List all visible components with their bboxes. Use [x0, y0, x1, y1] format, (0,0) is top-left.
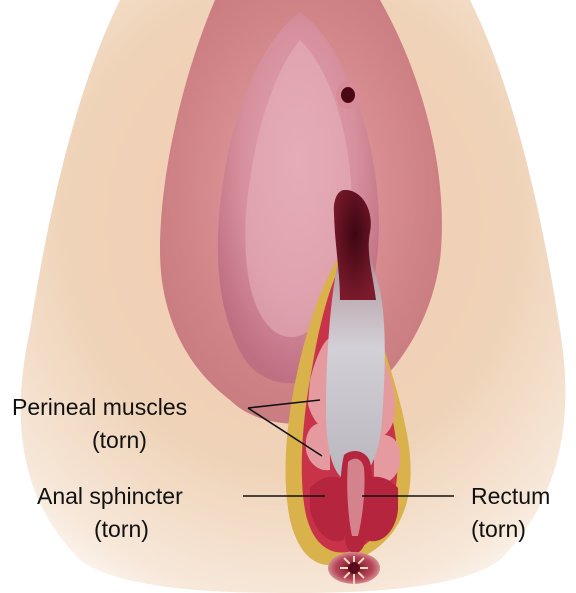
perineal-muscles-label: Perineal muscles: [12, 392, 187, 422]
anal-sphincter-torn-label: (torn): [94, 514, 149, 544]
urethral-opening: [336, 81, 360, 109]
rectum-torn-label: (torn): [471, 514, 526, 544]
rectum-label: Rectum: [471, 481, 550, 511]
anus: [328, 552, 380, 584]
anal-sphincter-label: Anal sphincter: [37, 481, 183, 511]
perineal-muscles-torn-label: (torn): [92, 425, 147, 455]
